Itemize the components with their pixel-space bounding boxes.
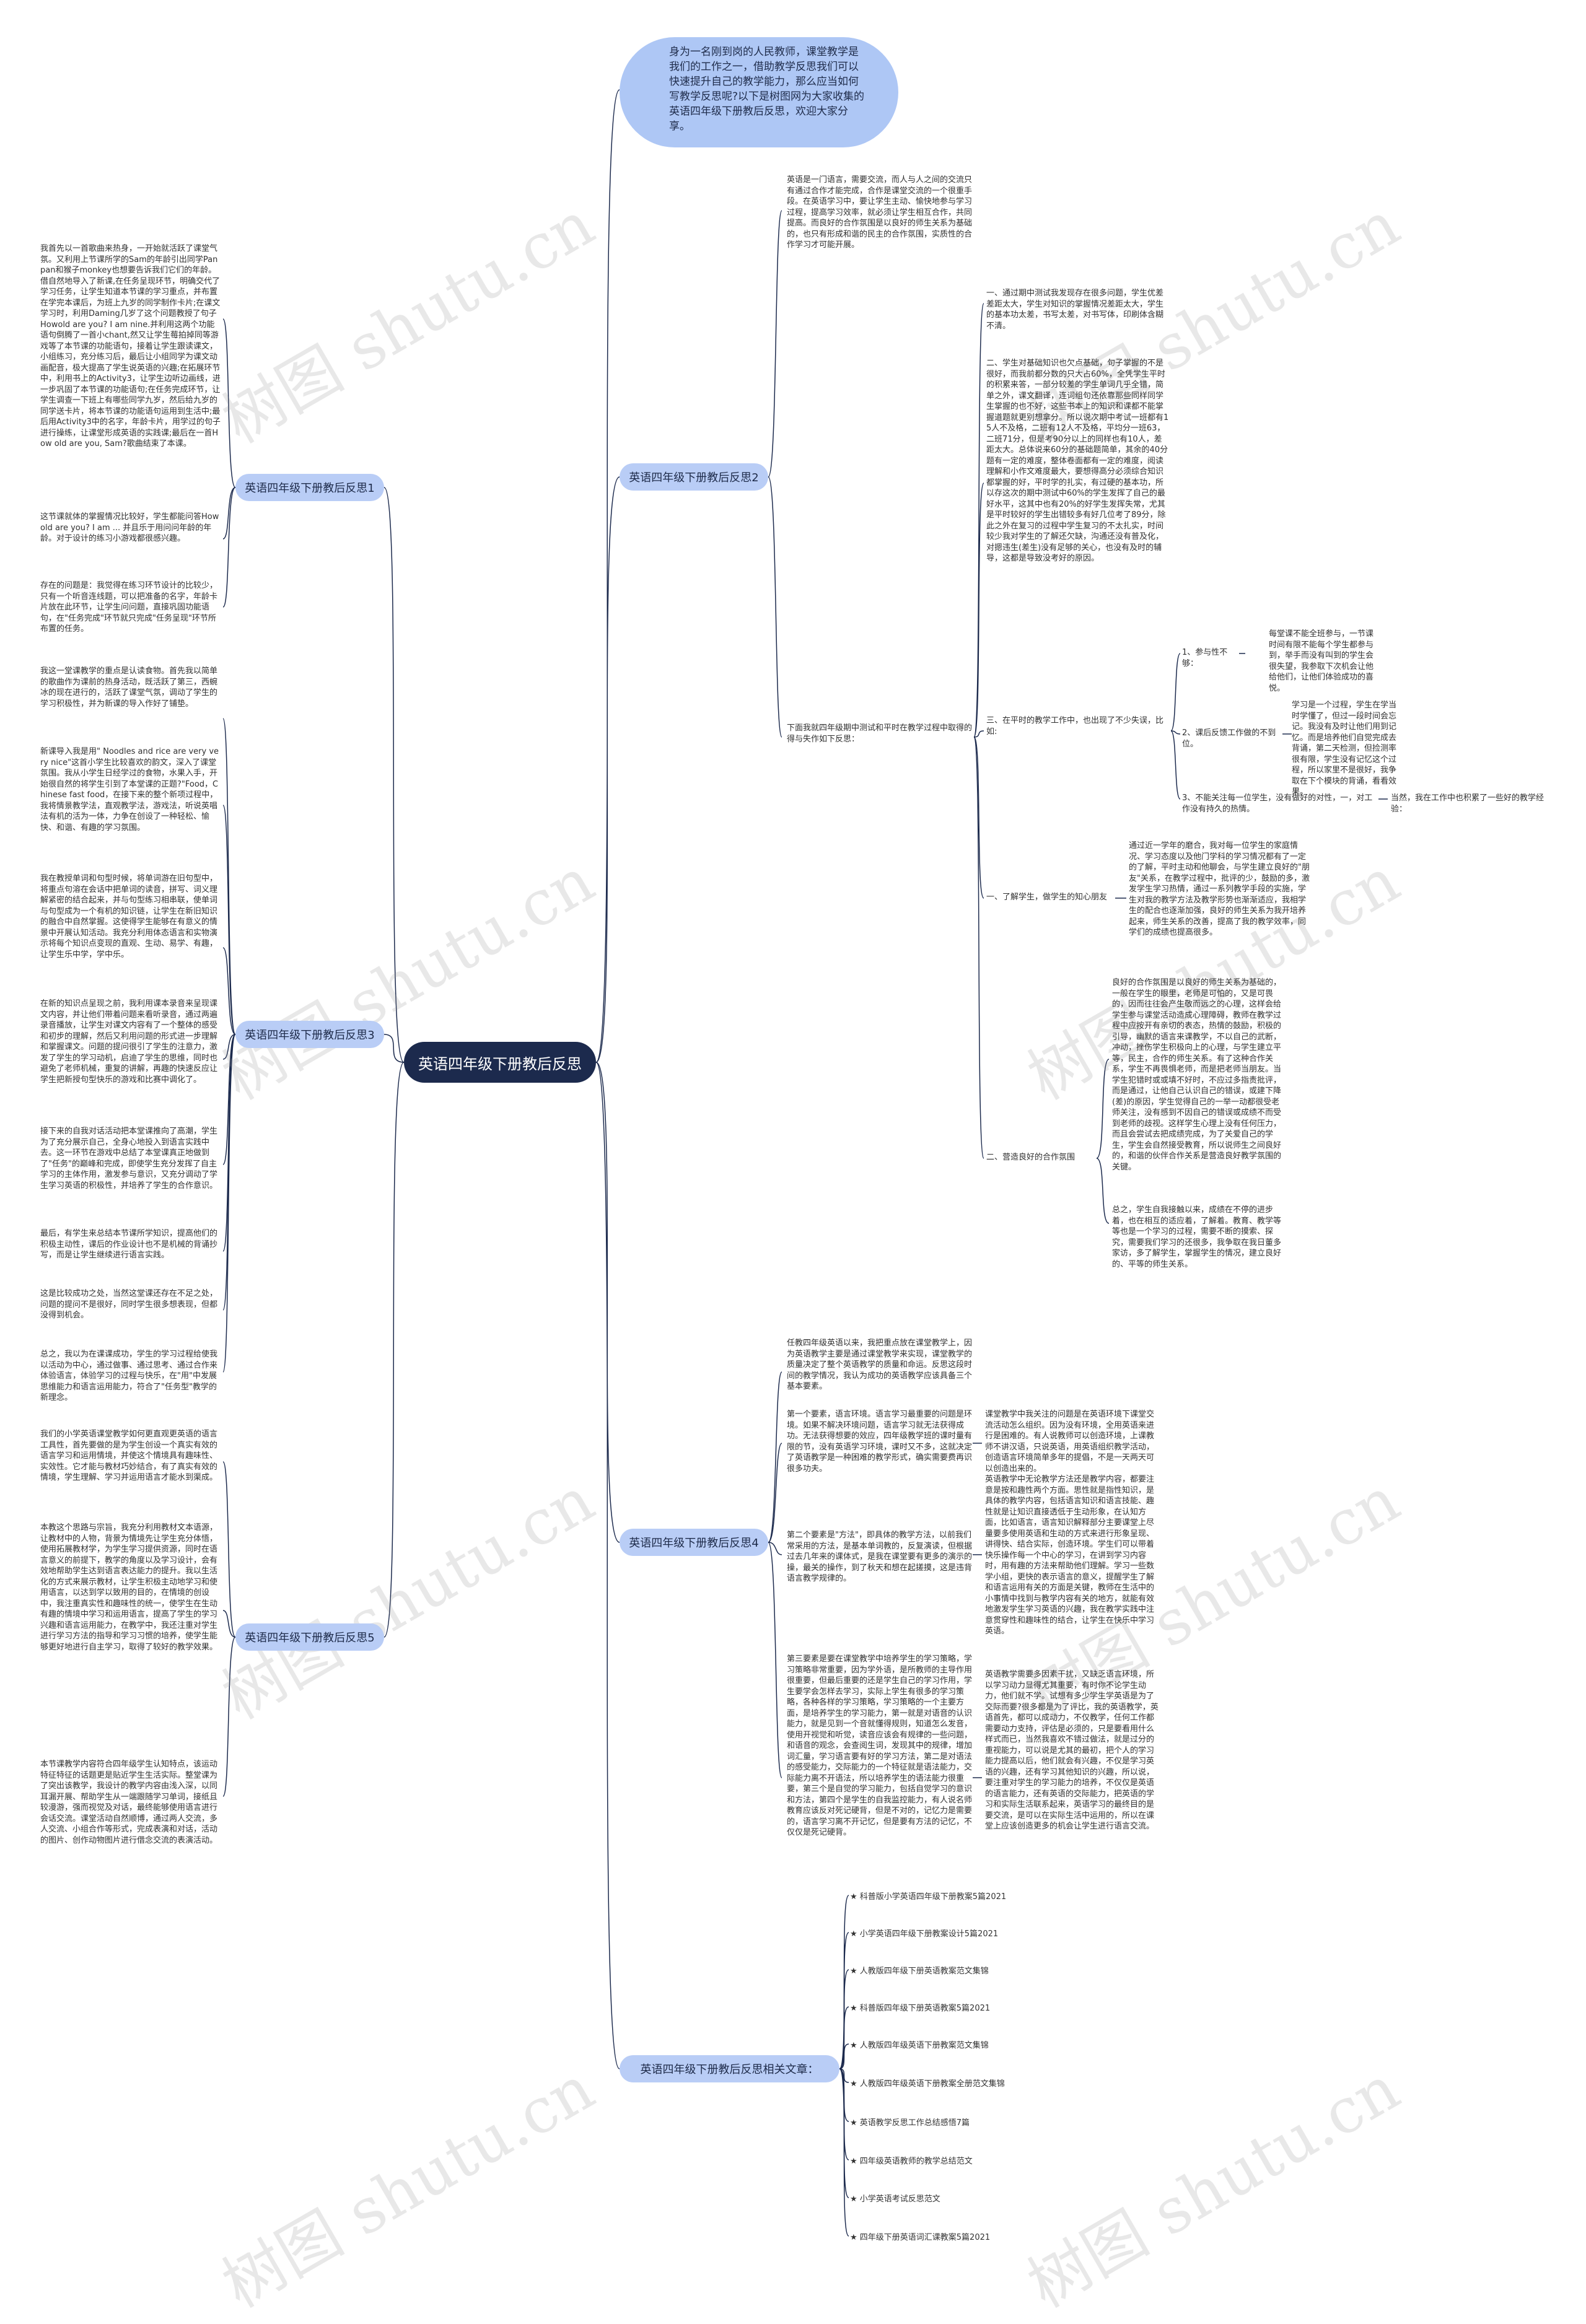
- b2-sub-3b-label: 2、课后反馈工作做的不到位。: [1182, 728, 1276, 749]
- b2-sub-3c-label: 3、不能关注每一位学生，没有做好的对性，一，对工作没有持久的热情。: [1182, 793, 1373, 814]
- b1-text: 存在的问题是：我觉得在练习环节设计的比较少，只有一个听音连线题，可以把准备的名字…: [40, 581, 218, 634]
- branch-reflection-3[interactable]: 英语四年级下册教后反思3: [235, 1021, 384, 1048]
- b2-sub-3a-label: 1、参与性不够：: [1182, 648, 1228, 668]
- related-article-link[interactable]: ★ 小学英语四年级下册教案设计5篇2021: [850, 1929, 999, 1939]
- branch-reflection-2[interactable]: 英语四年级下册教后反思2: [620, 463, 768, 491]
- b3-text: 最后，有学生来总结本节课所学知识，提高他们的积极主动性，课后的作业设计也不是机械…: [40, 1229, 218, 1260]
- b4-intro: 任教四年级英语以来，我把重点放在课堂教学上，因为英语教学主要是通过课堂教学来实现…: [787, 1339, 973, 1391]
- related-article-link[interactable]: ★ 科普版小学英语四年级下册教案5篇2021: [850, 1892, 1007, 1902]
- b2-exp-2b: 总之，学生自我接触以来，成绩在不停的进步着，也在相互的适应着，了解着。教育、教学…: [1112, 1205, 1282, 1269]
- b5-text: 我们的小学英语课堂教学如何更直观更英语的语言工具性，首先要做的是为学生创设一个真…: [40, 1430, 218, 1482]
- related-article-link[interactable]: ★ 人教版四年级英语下册教案范文集锦: [850, 2041, 989, 2050]
- branch-reflection-4[interactable]: 英语四年级下册教后反思4: [620, 1529, 768, 1556]
- b2-sub-3a: 每堂课不能全班参与，一节课时间有限不能每个学生都参与到，举手而没有叫到的学生会很…: [1269, 629, 1374, 693]
- b2-sub-3b: 学习是一个过程，学生在学当时学懂了，但过一段时间会忘记。我没有及时让他们用到记忆…: [1292, 701, 1397, 797]
- related-article-link[interactable]: ★ 人教版四年级英语下册教案全册范文集锦: [850, 2079, 1005, 2089]
- b1-text: 我首先以一首歌曲来热身，一开始就活跃了课堂气氛。又利用上节课所学的Sam的年龄引…: [40, 244, 221, 448]
- b2-intro: 英语是一门语言，需要交流，而人与人之间的交流只有通过合作才能完成，合作是课堂交流…: [787, 175, 973, 250]
- b5-text: 本节课教学内容符合四年级学生认知特点，该运动特征特征的话题更是贴近学生生活实际。…: [40, 1760, 218, 1845]
- b3-text: 接下来的自我对话活动把本堂课推向了高潮，学生为了充分展示自己，全身心地投入到语言…: [40, 1127, 218, 1190]
- b2-sub-3c: 当然，我在工作中也积累了一些好的教学经验：: [1391, 793, 1544, 814]
- b3-text: 我这一堂课教学的重点是认读食物。首先我以简单的歌曲作为课前的热身活动，既活跃了第…: [40, 666, 218, 709]
- b1-text: 这节课就体的掌握情况比较好，学生都能问答How old are you? I a…: [40, 512, 219, 543]
- b4-point-2: 第二个要素是"方法"，即具体的教学方法，以前我们常采用的方法，是基本单词教的，反…: [787, 1531, 973, 1583]
- root-node[interactable]: 英语四年级下册教后反思: [404, 1042, 596, 1083]
- b3-text: 新课导入我是用" Noodles and rice are very very …: [40, 747, 219, 832]
- branch-reflection-1[interactable]: 英语四年级下册教后反思1: [235, 474, 384, 501]
- b3-text: 在新的知识点呈现之前，我利用课本录音来呈现课文内容，并让他们带着问题来看听录音，…: [40, 999, 218, 1085]
- b2-exp-1-label: 一、了解学生，做学生的知心朋友: [986, 893, 1108, 902]
- related-article-link[interactable]: ★ 小学英语考试反思范文: [850, 2195, 940, 2204]
- b2-reflection-label: 下面我就四年级期中测试和平时在教学过程中取得的得与失作如下反思：: [787, 723, 973, 744]
- related-article-link[interactable]: ★ 科普版四年级下册英语教案5篇2021: [850, 2004, 991, 2013]
- b2-exp-2a: 良好的合作氛围是以良好的师生关系为基础的，一般在学生的眼里，老师是可怕的，又是可…: [1112, 978, 1282, 1172]
- intro-node[interactable]: 身为一名刚到岗的人民教师，课堂教学是我们的工作之一，借助教学反思我们可以快速提升…: [620, 37, 898, 147]
- related-article-link[interactable]: ★ 英语教学反思工作总结感悟7篇: [850, 2118, 970, 2128]
- branch-reflection-5[interactable]: 英语四年级下册教后反思5: [235, 1623, 384, 1651]
- b2-item-2: 二、学生对基础知识也欠点基础，句子掌握的不是很好，而我前都分数的只大占60%，全…: [986, 359, 1169, 563]
- b3-text: 我在教授单词和句型时候，将单词游在旧句型中，将重点句溶在会话中把单词的读音，拼写…: [40, 874, 218, 959]
- b2-item-3-label: 三、在平时的教学工作中，也出现了不少失误，比如:: [986, 716, 1164, 736]
- b4-point-1: 第一个要素，语言环境。语言学习最重要的问题是环境。如果不解决环境问题，语言学习就…: [787, 1410, 973, 1474]
- b2-exp-2-label: 二、营造良好的合作氛围: [986, 1153, 1076, 1162]
- related-article-link[interactable]: ★ 人教版四年级下册英语教案范文集锦: [850, 1967, 989, 1976]
- b2-item-1: 一、通过期中测试我发现存在很多问题，学生优差差距太大，学生对知识的掌握情况差距太…: [986, 289, 1164, 331]
- b4-point-2-detail: 英语教学中无论教学方法还是教学内容，都要注意是按和趣性两个方面。思性就是指性知识…: [985, 1475, 1155, 1636]
- b3-text: 总之，我以为在课课成功，学生的学习过程给使我以活动为中心，通过做事、通过思考、通…: [40, 1350, 218, 1402]
- b4-point-3: 第三要素是要在课堂教学中培养学生的学习策略，学习策略非常重要，因为学外语，是所教…: [787, 1654, 973, 1837]
- branch-related-articles[interactable]: 英语四年级下册教后反思相关文章：: [620, 2055, 839, 2082]
- b4-point-3-detail: 英语教学需要多因素干扰，又缺乏语言环境，所以学习动力显得尤其重要，有时你不论学生…: [985, 1670, 1159, 1831]
- b4-point-1-detail: 课堂教学中我关注的问题是在英语环境下课堂交流活动怎么组织。因为没有环境，全用英语…: [985, 1410, 1155, 1474]
- related-article-link[interactable]: ★ 四年级下册英语词汇课教案5篇2021: [850, 2233, 991, 2242]
- related-article-link[interactable]: ★ 四年级英语教师的教学总结范文: [850, 2157, 973, 2166]
- b5-text: 本教这个思路与宗旨，我充分利用教材文本语源，让教材中的人物，背景为情境先让学生充…: [40, 1523, 218, 1652]
- b2-exp-1: 通过近一学年的磨合，我对每一位学生的家庭情况、学习态度以及他门学科的学习情况都有…: [1129, 841, 1310, 937]
- b3-text: 这是比较成功之处，当然这堂课还存在不足之处，问题的提问不是很好，同时学生很多想表…: [40, 1289, 218, 1320]
